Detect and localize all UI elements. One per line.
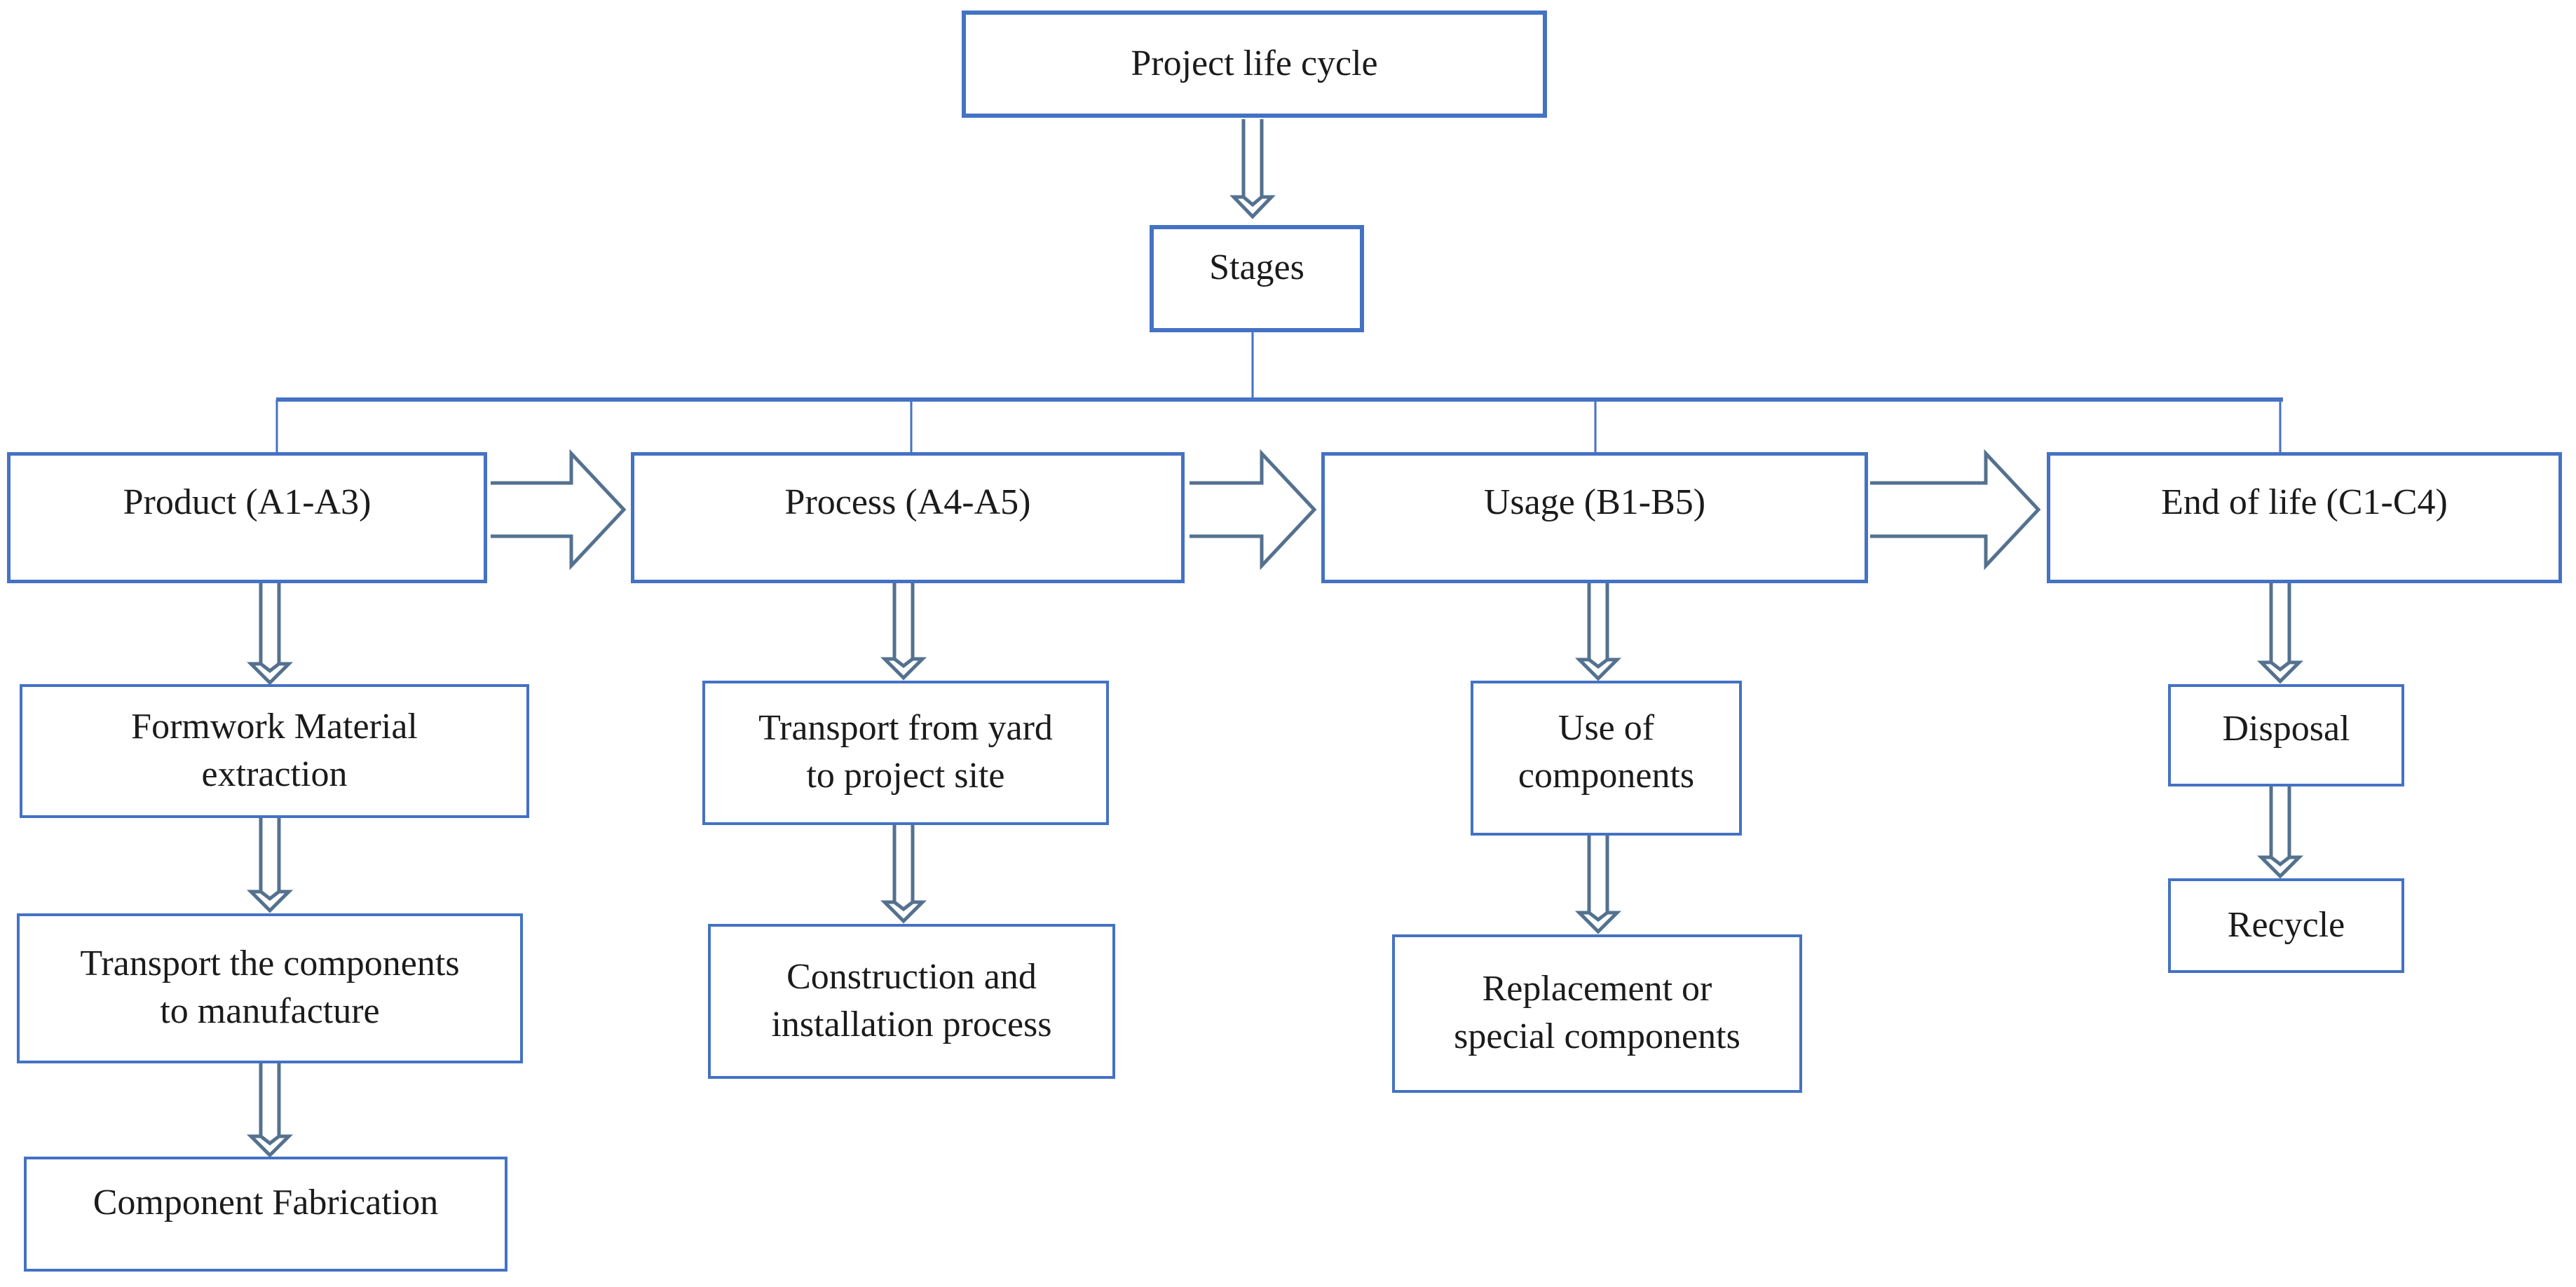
down-arrow-disposal-recycle [2256,786,2304,879]
down-arrow-useof-replacement [1574,836,1622,934]
down-arrow-yard-construction [880,825,927,924]
node-product: Product (A1-A3) [7,452,487,583]
node-usage: Usage (B1-B5) [1321,452,1868,583]
node-formwork-material-extraction: Formwork Material extraction [20,684,529,818]
node-end-of-life: End of life (C1-C4) [2047,452,2562,583]
node-disposal: Disposal [2168,684,2404,786]
right-block-arrow-product-process [491,449,627,571]
node-process: Process (A4-A5) [631,452,1185,583]
node-transport-to-manufacture: Transport the components to manufacture [17,913,523,1063]
down-arrow-endoflife-disposal [2256,583,2304,684]
node-transport-yard-to-site: Transport from yard to project site [702,681,1109,825]
node-component-fabrication: Component Fabrication [24,1157,507,1272]
node-stages: Stages [1150,225,1364,332]
node-project-life-cycle: Project life cycle [962,11,1547,118]
node-use-of-components: Use of components [1471,681,1742,836]
right-block-arrow-usage-endoflife [1870,449,2041,571]
node-replacement-special-components: Replacement or special components [1392,934,1802,1093]
right-block-arrow-process-usage [1190,449,1317,571]
down-arrow-process-yard [880,583,927,681]
down-arrow-product-formwork [246,583,294,686]
down-arrow-transport-fabrication [246,1063,294,1158]
node-construction-installation: Construction and installation process [708,924,1115,1079]
down-arrow-title-stages [1229,119,1276,219]
down-arrow-formwork-transport [246,818,294,913]
node-recycle: Recycle [2168,878,2404,973]
down-arrow-usage-useof [1574,583,1622,681]
